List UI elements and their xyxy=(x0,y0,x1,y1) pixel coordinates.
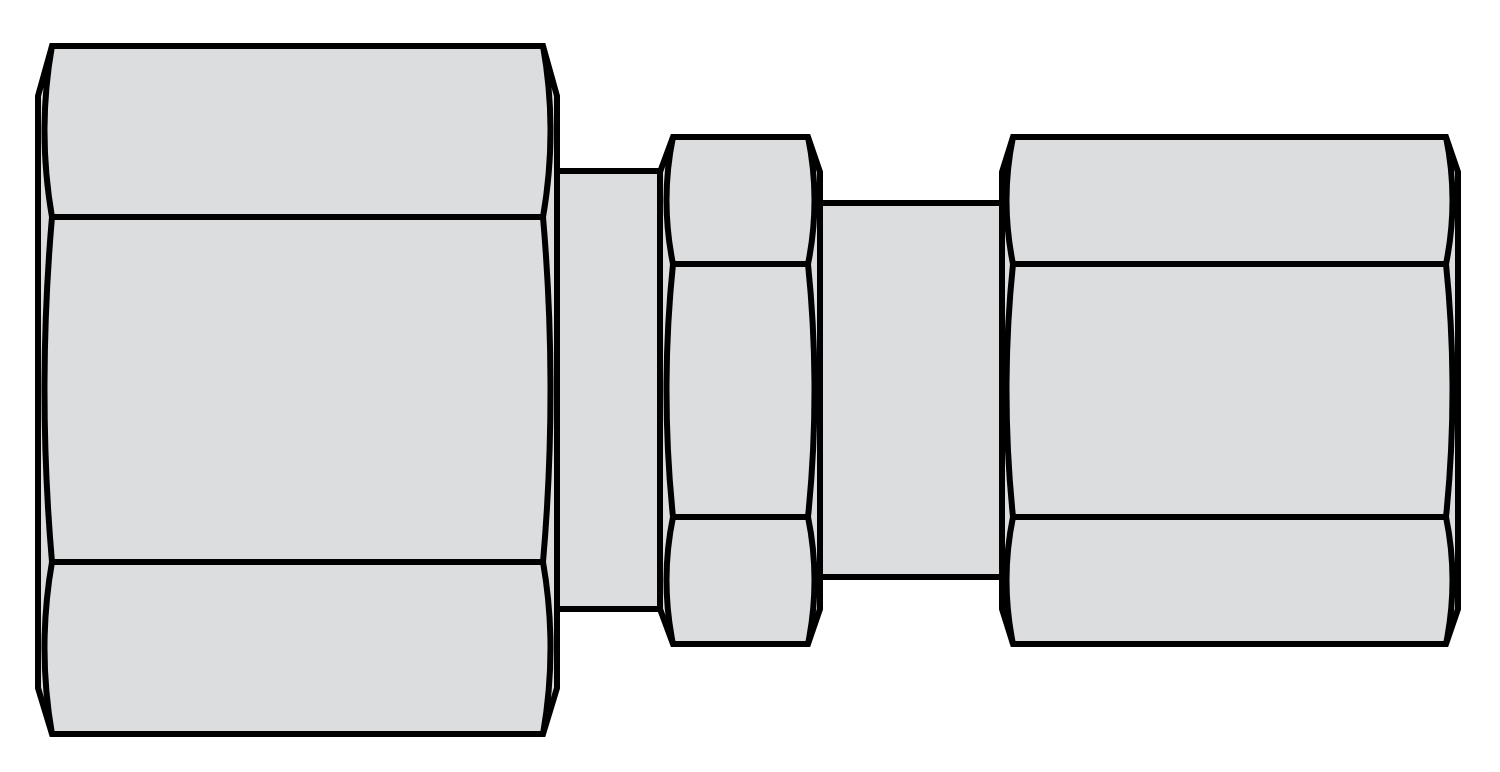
right-hex-nut xyxy=(999,134,1461,647)
connector-tube-right xyxy=(817,200,1005,580)
left-hex-nut xyxy=(35,43,560,737)
middle-hex-body xyxy=(657,134,823,647)
connector-tube-left xyxy=(554,168,663,612)
